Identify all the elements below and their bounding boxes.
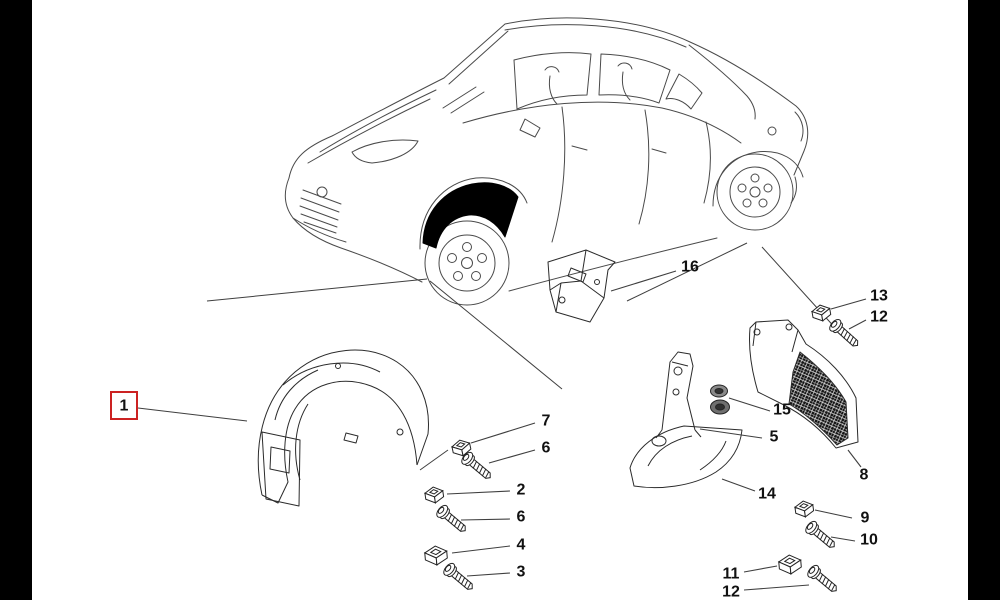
leader-line <box>814 509 853 519</box>
callout-9[interactable]: 9 <box>814 509 870 527</box>
callout-label[interactable]: 4 <box>517 537 526 554</box>
callout-15[interactable]: 15 <box>728 397 791 419</box>
leader-line <box>830 298 867 310</box>
leader-line <box>743 584 810 591</box>
car-fuel-cap <box>767 126 777 136</box>
leader-line <box>446 490 511 495</box>
leader-line <box>847 449 862 468</box>
car-badge <box>316 186 328 198</box>
part-wheel-arch-liner <box>257 349 429 507</box>
car-silhouette <box>288 17 809 179</box>
callout-14[interactable]: 14 <box>721 478 776 503</box>
callout-label[interactable]: 6 <box>542 440 551 457</box>
car-front-window <box>513 52 592 110</box>
leader-line <box>470 422 536 444</box>
callout-12[interactable]: 12 <box>722 584 810 600</box>
callout-6[interactable]: 6 <box>488 440 551 464</box>
callout-label[interactable]: 10 <box>860 532 878 549</box>
projection-lines <box>206 242 839 471</box>
callout-5[interactable]: 5 <box>699 428 779 446</box>
callout-16[interactable]: 16 <box>610 259 699 292</box>
callout-11[interactable]: 11 <box>723 565 778 583</box>
car-taillight <box>794 111 804 142</box>
rear-wheel <box>716 153 794 231</box>
part-splash-shield-14 <box>629 425 743 489</box>
car-belt-line <box>462 101 742 144</box>
callout-label[interactable]: 7 <box>542 413 551 430</box>
car-seats <box>544 62 633 105</box>
car-door-lines <box>551 106 711 243</box>
car-hatch-edge <box>688 44 756 120</box>
car-front-arch-lip <box>419 177 528 250</box>
callout-label[interactable]: 13 <box>870 288 888 305</box>
callout-label[interactable]: 12 <box>870 309 888 326</box>
car-door-handles <box>571 145 667 154</box>
callout-13[interactable]: 13 <box>830 288 888 310</box>
leader-line <box>610 270 677 292</box>
diagram-canvas <box>32 0 968 600</box>
front-wheel <box>424 220 510 306</box>
callout-12[interactable]: 12 <box>848 309 888 330</box>
callout-label[interactable]: 3 <box>517 564 526 581</box>
leader-line <box>728 397 771 412</box>
leader-line <box>460 518 511 521</box>
callout-7[interactable]: 7 <box>470 413 551 444</box>
car-illustration <box>284 17 809 306</box>
part-bracket-16 <box>547 249 616 323</box>
callout-label[interactable]: 16 <box>681 259 699 276</box>
callout-4[interactable]: 4 <box>451 537 526 554</box>
leader-line <box>488 449 536 464</box>
callout-label[interactable]: 8 <box>860 467 869 484</box>
callout-6[interactable]: 6 <box>460 509 526 526</box>
leader-line <box>137 407 248 422</box>
callout-label[interactable]: 15 <box>773 402 791 419</box>
callout-1[interactable]: 1 <box>110 391 248 422</box>
car-front-face <box>284 177 423 283</box>
leader-line <box>830 536 856 542</box>
callout-label[interactable]: 5 <box>770 429 779 446</box>
callout-label[interactable]: 6 <box>517 509 526 526</box>
callout-label[interactable]: 14 <box>758 486 776 503</box>
car-rear-arch <box>712 151 804 207</box>
car-rear-window <box>598 53 671 104</box>
leader-line <box>451 545 511 554</box>
callout-8[interactable]: 8 <box>847 449 869 484</box>
callout-10[interactable]: 10 <box>830 532 878 549</box>
callout-highlight-box <box>110 391 138 420</box>
leader-line <box>743 565 778 573</box>
leader-line <box>848 319 867 330</box>
part-grommets-15 <box>710 384 730 415</box>
callout-label[interactable]: 11 <box>723 566 740 583</box>
car-roof-dripline <box>504 24 687 48</box>
car-wipers <box>442 86 485 114</box>
leader-line <box>699 428 763 439</box>
car-bumper-crease <box>292 217 347 243</box>
callout-label[interactable]: 2 <box>517 482 526 499</box>
car-rocker-line <box>508 237 718 292</box>
highlighted-wheel-arch <box>422 182 519 249</box>
car-quarter-window <box>665 73 703 110</box>
callout-label[interactable]: 12 <box>722 584 740 600</box>
car-hood-creases <box>307 89 437 164</box>
car-mirror <box>519 118 541 138</box>
car-a-pillar <box>448 30 509 85</box>
part-mud-guard-8 <box>749 319 859 449</box>
leader-line <box>721 478 756 492</box>
car-headlight <box>351 139 419 164</box>
mud-guard-mesh <box>788 351 849 446</box>
callout-label[interactable]: 1 <box>120 398 129 415</box>
callout-label[interactable]: 9 <box>861 510 870 527</box>
leader-line <box>466 572 511 577</box>
callout-2[interactable]: 2 <box>446 482 526 499</box>
callout-3[interactable]: 3 <box>466 564 526 581</box>
